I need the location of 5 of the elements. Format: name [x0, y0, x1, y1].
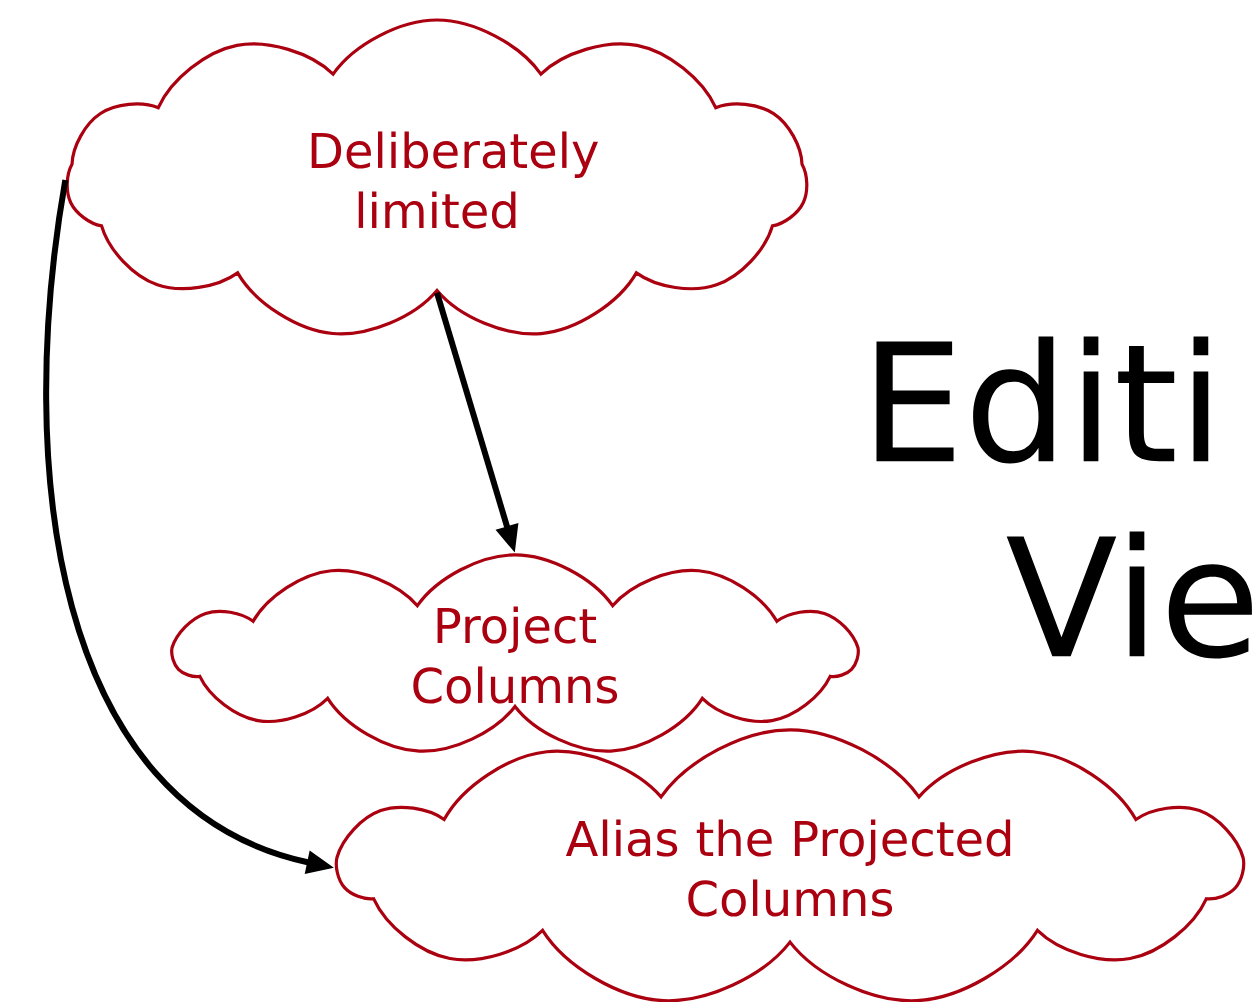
cloud: Project Columns — [170, 553, 860, 753]
title-text: Vie — [1006, 531, 1252, 659]
cloud: Alias the Projected Columns — [334, 728, 1246, 1002]
cloud: Deliberately limited — [65, 18, 809, 336]
title-text: Editi — [876, 336, 1209, 464]
